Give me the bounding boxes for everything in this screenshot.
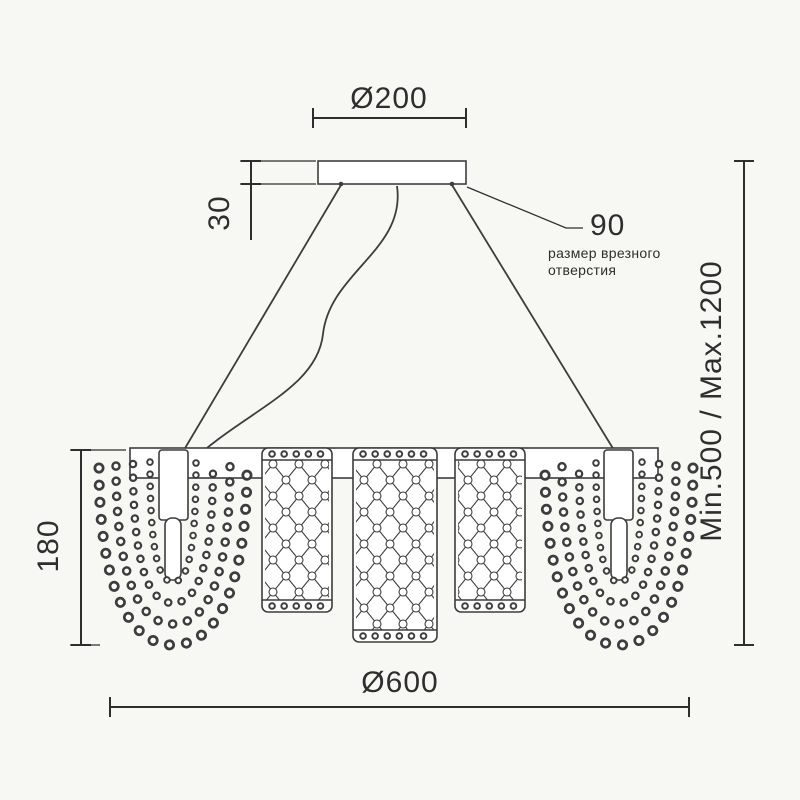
- dimension-suspension-range: Min.500 / Max.1200: [695, 160, 754, 646]
- bead-strand-3: [128, 459, 218, 608]
- crystal-column-center: [352, 447, 438, 643]
- dimension-overall-diameter: Ø600: [109, 666, 690, 717]
- suspension-range-label: Min.500 / Max.1200: [695, 260, 728, 541]
- power-cable: [188, 185, 399, 465]
- canopy-diameter-label: Ø200: [350, 82, 427, 115]
- bead-strand-2: [111, 461, 235, 629]
- suspension-wires: [180, 184, 618, 465]
- wire-right: [451, 184, 618, 456]
- lamp-holder-tube: [164, 517, 182, 581]
- dimension-canopy-diameter: Ø200: [312, 82, 467, 128]
- canopy-height-label: 30: [203, 195, 236, 230]
- cutout-callout: 90 размер врезного отверстия: [466, 186, 661, 278]
- crystal-column-left: [261, 447, 333, 613]
- crystal-bead-assembly-left: [93, 449, 253, 651]
- bead-strand-outer: [93, 462, 253, 651]
- canopy-screw-left: [338, 181, 344, 187]
- bead-strand-inner: [146, 458, 200, 586]
- wire-left: [180, 184, 342, 456]
- cutout-note-line2: отверстия: [548, 262, 616, 278]
- canopy-screw-right: [449, 181, 455, 187]
- crystal-bead-assembly-right: [545, 450, 693, 645]
- cutout-size-label: 90: [590, 209, 625, 242]
- dimension-canopy-height: 30: [203, 160, 316, 240]
- leader-line: [466, 186, 583, 229]
- overall-diameter-label: Ø600: [361, 666, 438, 699]
- crystal-column-right: [454, 447, 526, 613]
- dimension-body-height: 180: [32, 449, 126, 646]
- cutout-note-line1: размер врезного: [548, 245, 661, 261]
- body-height-label: 180: [32, 519, 65, 572]
- lamp-holder-socket: [158, 449, 189, 521]
- ceiling-canopy: [317, 160, 467, 187]
